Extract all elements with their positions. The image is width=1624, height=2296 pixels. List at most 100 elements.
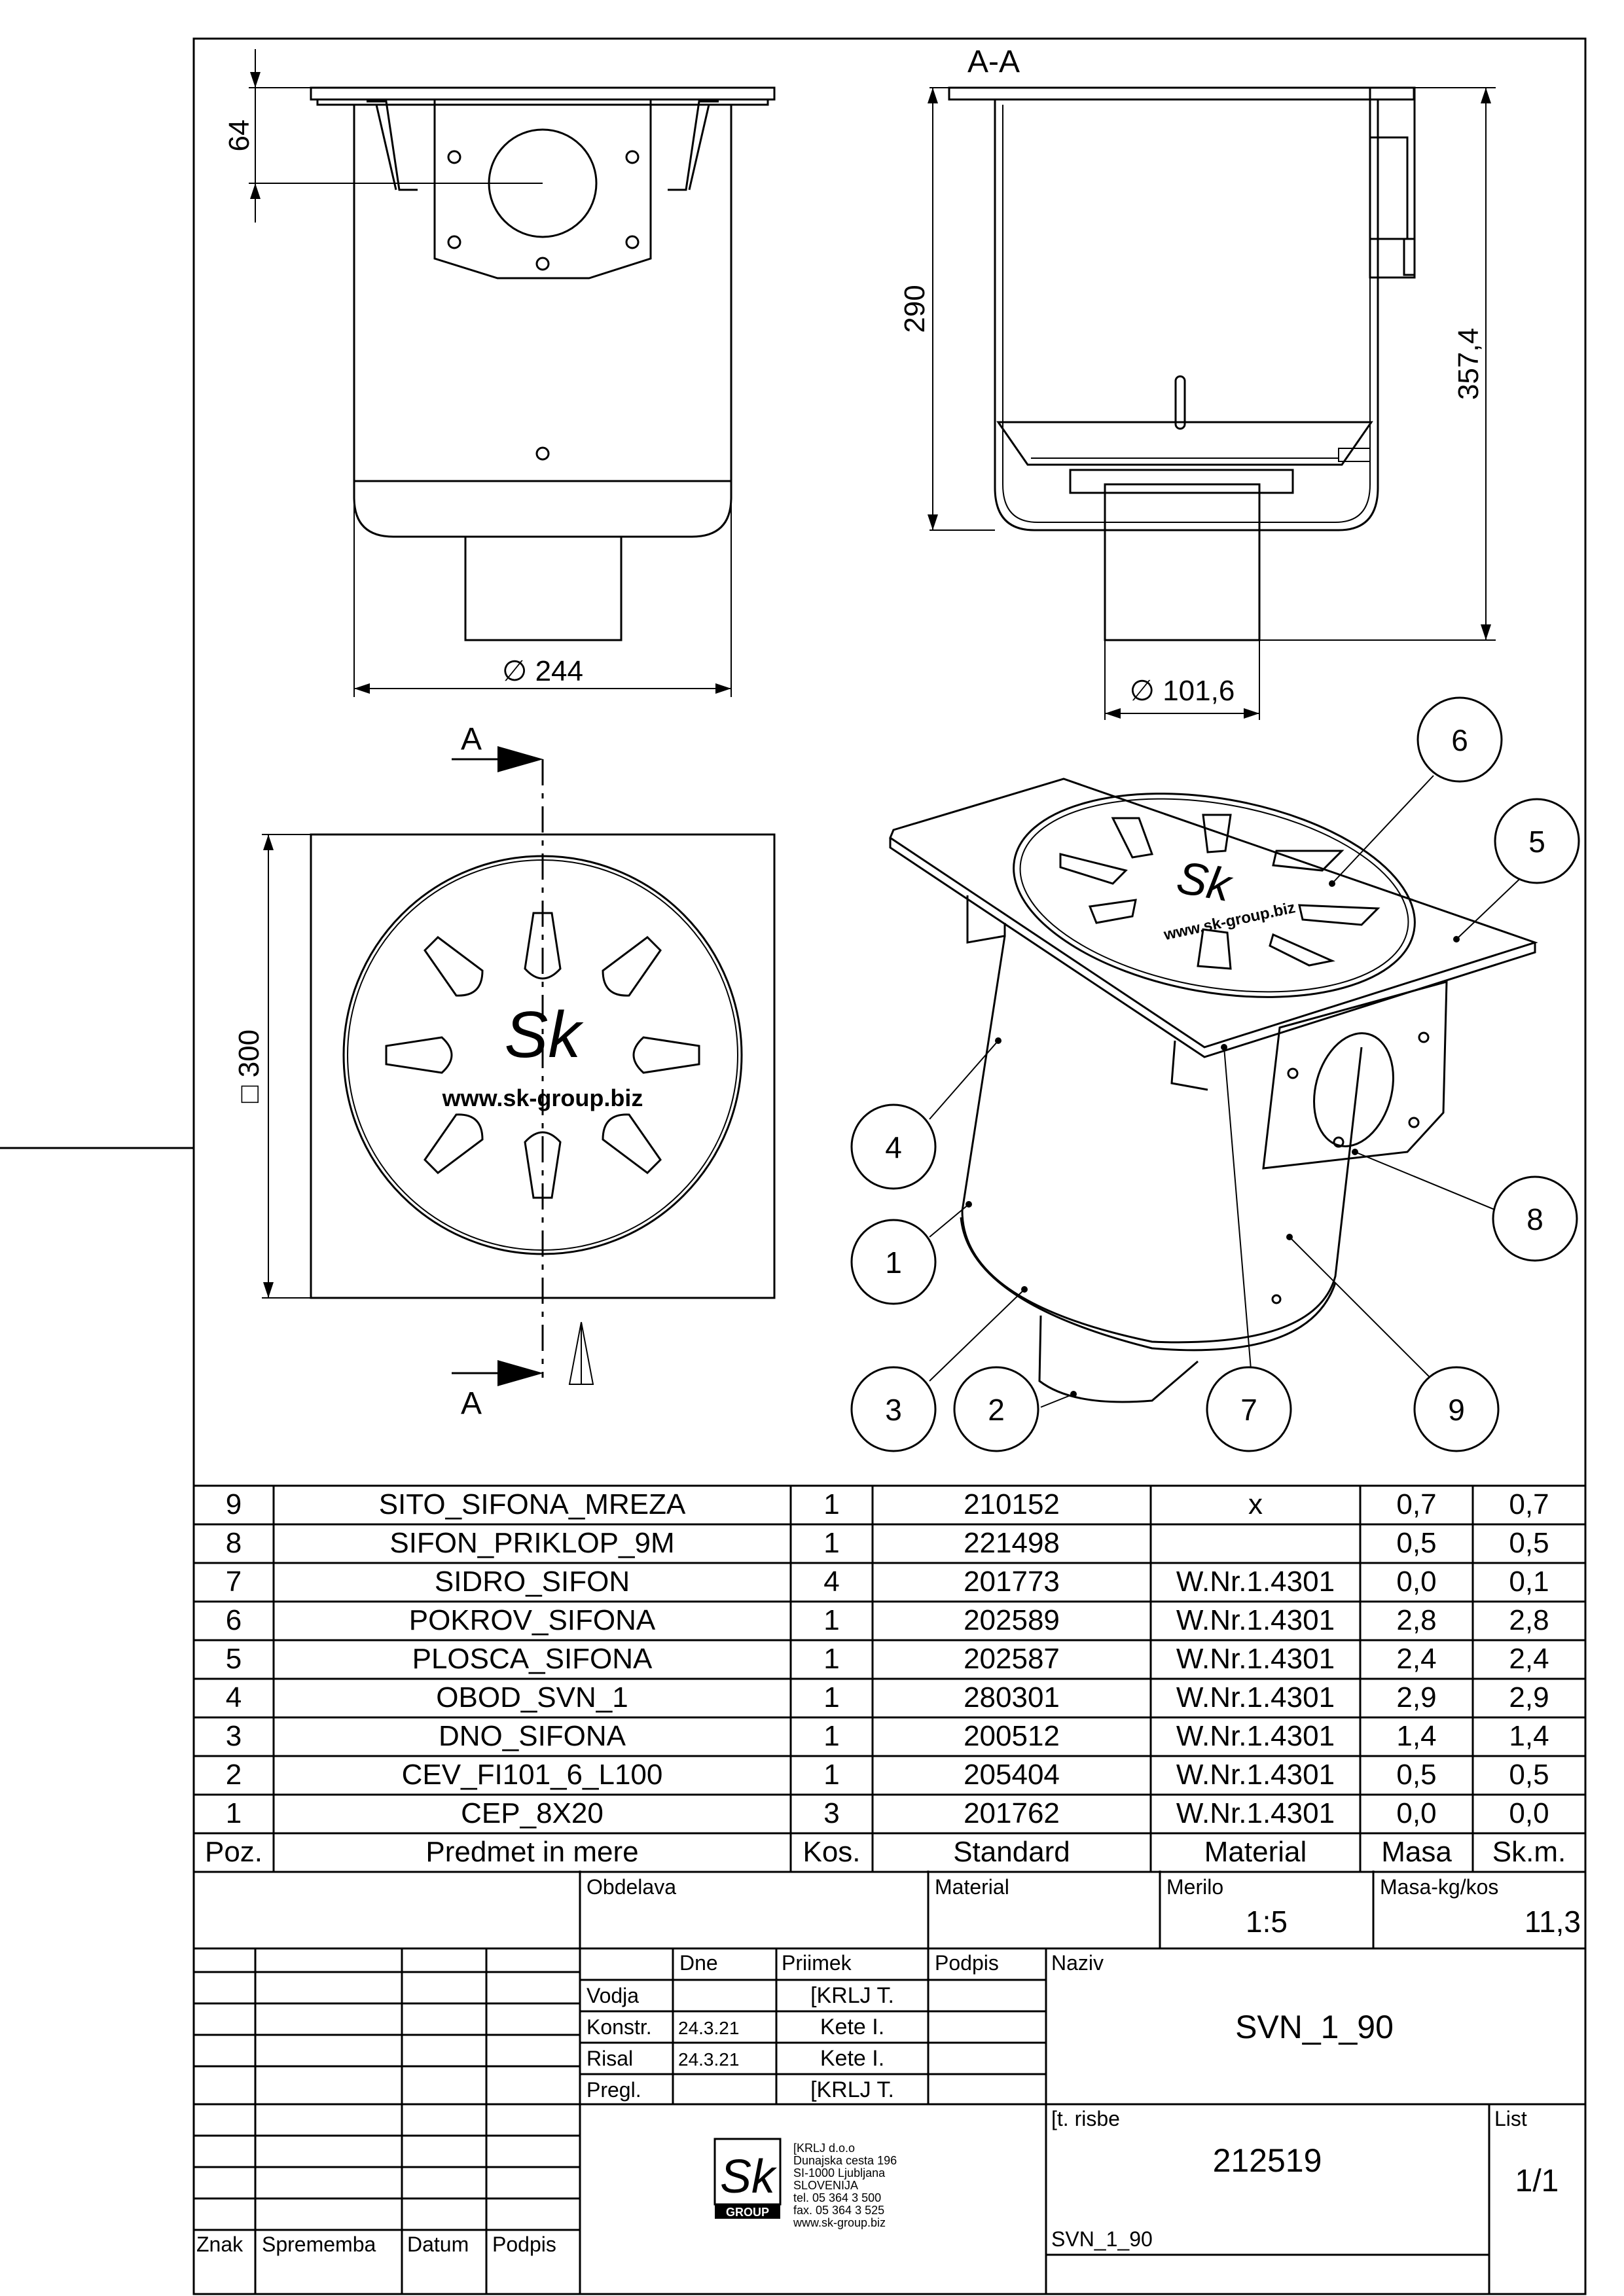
- balloon-7: 7: [1206, 1366, 1292, 1452]
- balloon-7-label: 7: [1240, 1393, 1257, 1427]
- bom-cell-skm: 2,8: [1509, 1604, 1549, 1636]
- balloon-2-label: 2: [988, 1393, 1005, 1427]
- bom-cell-material: W.Nr.1.4301: [1176, 1759, 1335, 1791]
- st-risbe-value: 212519: [1213, 2142, 1322, 2179]
- bom-cell-standard: 221498: [964, 1527, 1060, 1559]
- person-role: Vodja: [586, 1984, 639, 2007]
- person-name: [KRLJ T.: [810, 1983, 894, 2008]
- bom-cell-name: Predmet in mere: [425, 1836, 638, 1868]
- person-role: Konstr.: [586, 2015, 652, 2039]
- bom-cell-poz: 2: [226, 1759, 242, 1791]
- bom-cell-name: CEV_FI101_6_L100: [402, 1759, 663, 1791]
- bom-cell-standard: 200512: [964, 1720, 1060, 1752]
- bom-cell-skm: Sk.m.: [1492, 1836, 1566, 1868]
- balloon-8: 8: [1492, 1175, 1578, 1262]
- dimension-290: 290: [899, 285, 931, 332]
- bom-cell-skm: 0,0: [1509, 1797, 1549, 1829]
- person-role: Risal: [586, 2047, 633, 2070]
- bom-cell-masa: 0,7: [1396, 1488, 1436, 1520]
- rev-znak-label: Znak: [196, 2233, 244, 2256]
- bom-cell-standard: 202589: [964, 1604, 1060, 1636]
- section-label: A-A: [967, 45, 1020, 79]
- bom-cell-skm: 2,4: [1509, 1643, 1549, 1675]
- rev-podpis-label: Podpis: [492, 2233, 556, 2256]
- bom-cell-poz: 6: [226, 1604, 242, 1636]
- masa-value: 11,3: [1525, 1905, 1581, 1939]
- drawing-frame: [192, 37, 1587, 2295]
- balloon-6: 6: [1416, 696, 1503, 783]
- company-logo: Sk GROUP: [713, 2138, 782, 2219]
- company-address-line: fax. 05 364 3 525: [793, 2204, 884, 2217]
- st-risbe-label: [t. risbe: [1051, 2107, 1120, 2130]
- bom-cell-masa: 2,9: [1396, 1681, 1436, 1713]
- company-address-line: SI-1000 Ljubljana: [793, 2166, 886, 2179]
- bom-cell-material: W.Nr.1.4301: [1176, 1681, 1335, 1713]
- bom-cell-kos: 1: [823, 1604, 839, 1636]
- balloon-8-label: 8: [1526, 1202, 1543, 1236]
- balloon-3: 3: [850, 1366, 937, 1452]
- bom-cell-masa: 1,4: [1396, 1720, 1436, 1752]
- bom-cell-poz: Poz.: [205, 1836, 262, 1868]
- balloon-9: 9: [1413, 1366, 1500, 1452]
- bom-cell-poz: 8: [226, 1527, 242, 1559]
- balloon-1-label: 1: [885, 1246, 902, 1280]
- section-view-a-a: A-A 290 357,4 ∅ 101,6: [899, 45, 1496, 720]
- bom-cell-standard: 202587: [964, 1643, 1060, 1675]
- balloon-3-label: 3: [885, 1393, 902, 1427]
- bom-cell-material: W.Nr.1.4301: [1176, 1566, 1335, 1598]
- bom-cell-masa: Masa: [1381, 1836, 1452, 1868]
- list-label: List: [1494, 2107, 1527, 2130]
- isometric-view: Sk www.sk-group.biz 6 5 4 1: [850, 696, 1580, 1452]
- bom-cell-poz: 9: [226, 1488, 242, 1520]
- balloon-9-label: 9: [1448, 1393, 1465, 1427]
- bom-cell-poz: 5: [226, 1643, 242, 1675]
- footer-name: SVN_1_90: [1051, 2227, 1153, 2251]
- bom-cell-masa: 2,4: [1396, 1643, 1436, 1675]
- person-name: Kete I.: [820, 2015, 884, 2039]
- balloon-6-label: 6: [1451, 723, 1468, 757]
- obdelava-label: Obdelava: [586, 1875, 676, 1899]
- dimension-357-4: 357,4: [1453, 328, 1485, 400]
- masa-label: Masa-kg/kos: [1380, 1875, 1498, 1899]
- dimension-64: 64: [223, 120, 255, 152]
- bom-cell-skm: 1,4: [1509, 1720, 1549, 1752]
- merilo-value: 1:5: [1246, 1905, 1288, 1939]
- balloon-1: 1: [850, 1219, 937, 1305]
- bom-cell-kos: Kos.: [803, 1836, 860, 1868]
- bom-cell-kos: 1: [823, 1681, 839, 1713]
- bom-cell-name: PLOSCA_SIFONA: [412, 1643, 653, 1675]
- material-label: Material: [935, 1875, 1009, 1899]
- person-name: Kete I.: [820, 2046, 884, 2071]
- company-address-line: [KRLJ d.o.o: [793, 2142, 855, 2155]
- bom-cell-name: SIDRO_SIFON: [435, 1566, 630, 1598]
- bom-cell-masa: 2,8: [1396, 1604, 1436, 1636]
- list-value: 1/1: [1515, 2164, 1559, 2198]
- company-logo-text: Sk: [720, 2151, 778, 2203]
- bom-cell-skm: 0,5: [1509, 1759, 1549, 1791]
- balloon-4: 4: [850, 1103, 937, 1190]
- dimension-diameter-244: ∅ 244: [502, 655, 583, 687]
- naziv-value: SVN_1_90: [1235, 2009, 1394, 2045]
- grate-logo: Sk: [505, 998, 585, 1071]
- bom-cell-poz: 4: [226, 1681, 242, 1713]
- bom-cell-name: SITO_SIFONA_MREZA: [379, 1488, 686, 1520]
- bom-cell-material: W.Nr.1.4301: [1176, 1604, 1335, 1636]
- balloon-5-label: 5: [1528, 825, 1545, 859]
- bom-cell-masa: 0,0: [1396, 1797, 1436, 1829]
- bom-cell-name: POKROV_SIFONA: [409, 1604, 656, 1636]
- bom-cell-material: W.Nr.1.4301: [1176, 1643, 1335, 1675]
- bom-cell-standard: 210152: [964, 1488, 1060, 1520]
- bom-cell-poz: 3: [226, 1720, 242, 1752]
- naziv-label: Naziv: [1051, 1951, 1104, 1975]
- bom-cell-kos: 4: [823, 1566, 839, 1598]
- balloon-5: 5: [1494, 798, 1580, 884]
- bom-cell-kos: 1: [823, 1488, 839, 1520]
- bom-cell-name: CEP_8X20: [461, 1797, 604, 1829]
- bom-cell-masa: 0,0: [1396, 1566, 1436, 1598]
- company-address-line: www.sk-group.biz: [793, 2216, 886, 2229]
- cut-label-bottom: A: [461, 1386, 482, 1421]
- bom-cell-poz: 7: [226, 1566, 242, 1598]
- bom-cell-material: Material: [1204, 1836, 1307, 1868]
